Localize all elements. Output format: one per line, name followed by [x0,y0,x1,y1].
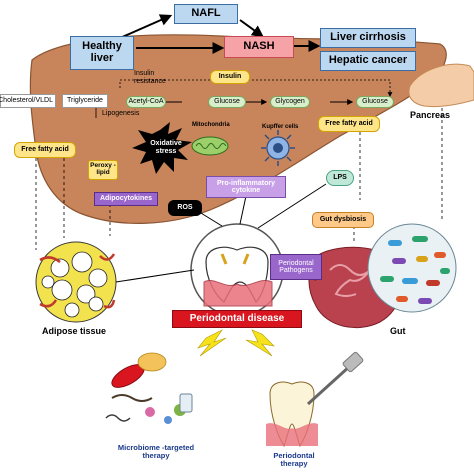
triglyceride-label: Triglyceride [62,94,108,108]
insulin-resistance-label: Insulin resistance [134,70,166,85]
scaler-instrument [306,364,352,406]
nash-box: NASH [224,36,294,58]
hepatic-cancer-box: Hepatic cancer [320,51,416,71]
mitochondria-label: Mitochondria [192,122,230,128]
nafl-box: NAFL [174,4,238,24]
insulin-box: Insulin [210,70,250,84]
ros-box: ROS [168,200,202,216]
periodontal-disease-banner: Periodontal disease [172,310,302,328]
healthy-liver-box: Healthy liver [70,36,134,70]
lightning-left [197,329,227,357]
lightning-right [245,329,275,357]
liver-cirrhosis-box: Liver cirrhosis [320,28,416,48]
cholesterol-vldl-label: Cholesterol/VLDL [0,94,56,108]
adipocytokines-box: Adipocytokines [94,192,158,206]
microbiome-therapy-label: Microbiome -targeted therapy [117,443,195,460]
free-fatty-acid-left-box: Free fatty acid [14,142,76,158]
gut-dysbiosis-box: Gut dysbiosis [312,212,374,228]
pro-inflammatory-cytokine-box: Pro-inflammatory cytokine [206,176,286,198]
periodontal-pathogens-box: Periodontal Pathogens [270,254,322,280]
pancreas-shape [408,63,474,107]
glycogen-box: Glycogen [270,96,310,108]
microbiome-circle [367,223,457,313]
periodontal-therapy-label: Periodontal therapy [273,451,315,468]
free-fatty-acid-right-box: Free fatty acid [318,116,380,132]
glucose-box-1: Glucose [208,96,246,108]
oxidative-stress-burst [132,122,192,174]
kupffer-cells-label: Kupffer cells [262,124,299,130]
mitochondria-shape [191,136,229,156]
peroxy-lipid-box: Peroxy -lipid [88,160,118,180]
arrow-nafl-nash [239,19,264,38]
acetyl-coa-box: Acetyl-CoA [126,96,166,108]
lps-box: LPS [326,170,354,186]
oxidative-stress-label: Oxidative stress [150,140,182,155]
adipose-tissue-label: Adipose tissue [42,326,107,336]
lipogenesis-label: Lipogenesis [102,110,140,117]
line-tooth-lps [257,183,327,229]
bottle-icon [179,393,193,413]
pancreas-label: Pancreas [410,110,451,120]
glucose-box-2: Glucose [356,96,394,108]
arrow-healthy-nafl [119,14,173,39]
line-tooth-cytokine [239,195,247,225]
line-tooth-adipose [115,269,195,283]
insulin-resistance-line [119,79,393,97]
gut-label: Gut [390,326,406,336]
